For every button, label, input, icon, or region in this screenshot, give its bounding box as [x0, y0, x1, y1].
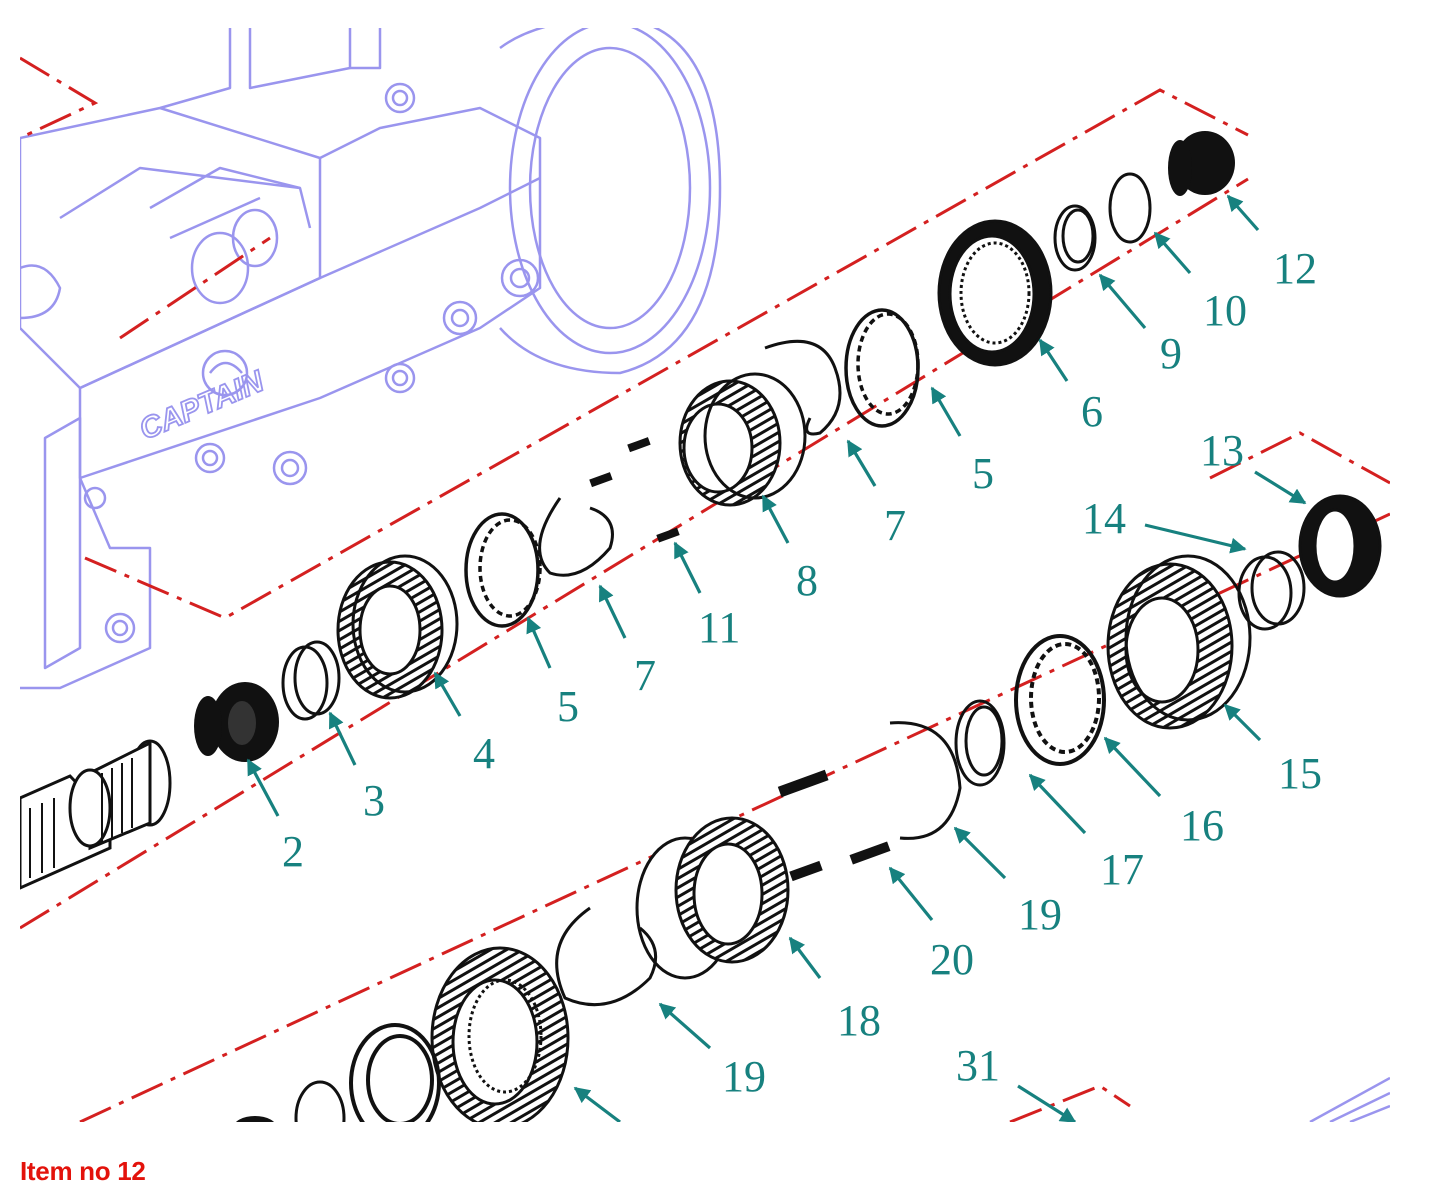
bracket-31 — [1009, 1084, 1131, 1122]
callout-8: 8 — [796, 556, 818, 605]
synchro-ring-5-right — [844, 308, 920, 428]
callout-arrows — [246, 194, 1307, 1122]
callout-14: 14 — [1082, 494, 1126, 543]
callout-13: 13 — [1200, 426, 1244, 475]
bracket-lower-frame — [1209, 431, 1390, 485]
circlip-19-right — [889, 721, 962, 840]
ring-17 — [954, 699, 1006, 787]
callout-18: 18 — [837, 996, 881, 1045]
bracket-upper-shaft — [20, 56, 99, 140]
input-shaft — [20, 739, 172, 890]
synchro-ring-5-left — [464, 512, 542, 628]
gear-lower-left — [430, 946, 570, 1122]
bearing-12 — [1168, 131, 1235, 196]
circlip-7-left — [538, 497, 614, 577]
callout-19-left: 19 — [722, 1052, 766, 1101]
callout-9: 9 — [1160, 329, 1182, 378]
synchro-ring-lower-left — [349, 1023, 441, 1122]
exploded-parts-diagram: CAPTAIN — [20, 28, 1390, 1122]
callout-7-right: 7 — [884, 501, 906, 550]
washer-9 — [1053, 204, 1097, 272]
item-caption: Item no 12 — [20, 1156, 146, 1186]
pins-20 — [777, 769, 891, 882]
part-bottom-edge — [235, 1116, 275, 1122]
bracket-upper-frame — [84, 88, 1249, 620]
callout-6: 6 — [1081, 387, 1103, 436]
housing-lower-right — [1309, 1076, 1390, 1122]
pins-11 — [589, 437, 680, 543]
sleeve-6 — [937, 219, 1053, 367]
callout-5-left: 5 — [557, 682, 579, 731]
gear-15 — [1106, 554, 1252, 730]
callout-3: 3 — [363, 776, 385, 825]
synchro-ring-16 — [1014, 634, 1106, 766]
callout-10: 10 — [1203, 286, 1247, 335]
callout-31: 31 — [956, 1041, 1000, 1090]
callout-15: 15 — [1278, 749, 1322, 798]
bearing-13 — [1298, 494, 1382, 598]
circlip-19-left — [555, 906, 658, 1007]
callout-16: 16 — [1180, 801, 1224, 850]
callout-19-right: 19 — [1018, 890, 1062, 939]
synchro-hub-18 — [635, 816, 790, 980]
callout-11: 11 — [698, 603, 740, 652]
housing-dash — [119, 236, 271, 340]
circlip-7-right — [764, 339, 842, 436]
callout-17: 17 — [1100, 845, 1144, 894]
callout-20: 20 — [930, 935, 974, 984]
callout-labels: 2 3 4 5 7 11 8 7 5 6 9 10 12 13 14 15 16… — [282, 244, 1322, 1101]
callout-4: 4 — [473, 729, 495, 778]
callout-2: 2 — [282, 827, 304, 876]
gear-4 — [336, 554, 459, 700]
spacer-ring-3 — [281, 640, 341, 721]
callout-7-left: 7 — [634, 651, 656, 700]
gearbox-housing — [20, 28, 722, 690]
synchro-hub-8 — [678, 372, 807, 507]
circlip-10 — [1108, 172, 1152, 244]
bearing-2 — [194, 682, 279, 762]
callout-5-right: 5 — [972, 449, 994, 498]
upper-shaft-axis — [20, 177, 1249, 930]
callout-12: 12 — [1273, 244, 1317, 293]
ring-lower-left — [294, 1080, 346, 1122]
